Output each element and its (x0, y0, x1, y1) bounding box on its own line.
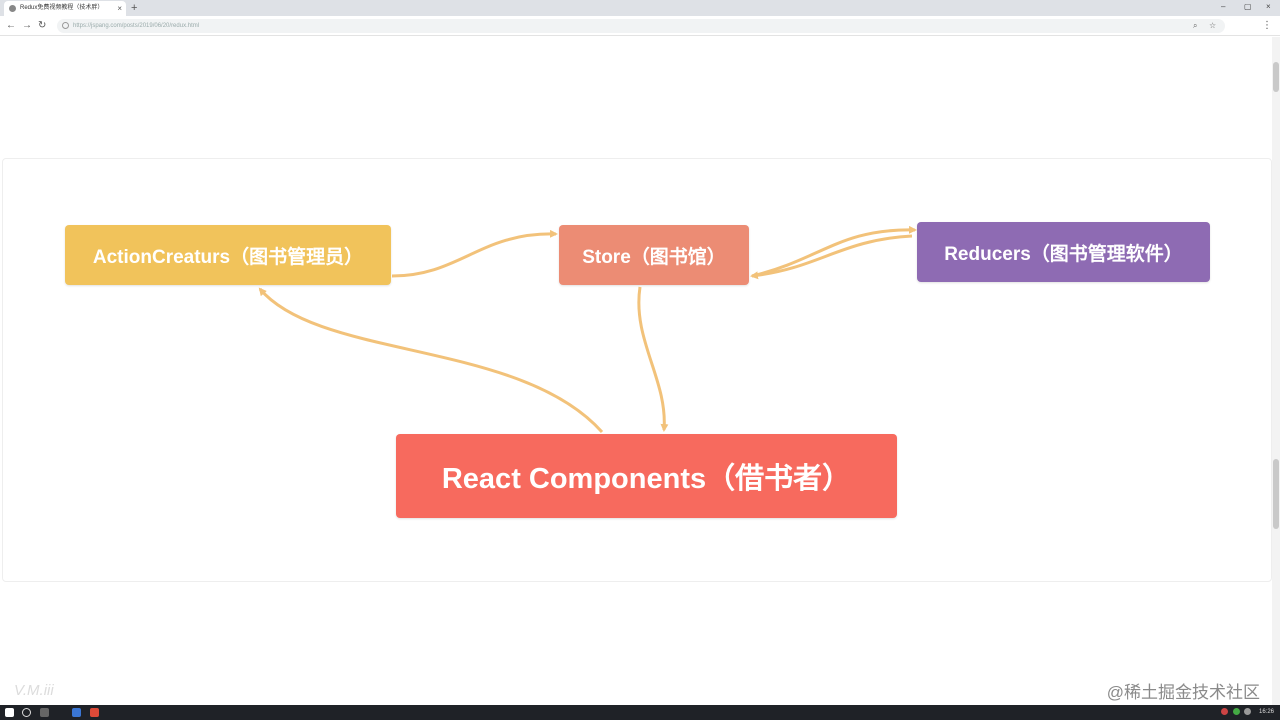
watermark-left: V.M.iii (14, 682, 54, 699)
tray-icon[interactable] (1244, 707, 1252, 715)
star-icon[interactable]: ☆ (1209, 21, 1217, 30)
maximize-button[interactable]: ▢ (1244, 2, 1252, 11)
tab-close-icon[interactable]: × (117, 4, 122, 13)
zoom-icon[interactable]: ⌕ (1193, 21, 1198, 30)
node-reducers: Reducers（图书管理软件） (917, 222, 1210, 282)
tab-title: Redux免费视频教程（技术胖） (20, 5, 104, 11)
new-tab-button[interactable]: + (131, 2, 138, 14)
node-store: Store（图书馆） (559, 225, 749, 285)
minimize-button[interactable]: – (1221, 2, 1226, 11)
scroll-thumb[interactable] (1273, 459, 1279, 529)
node-action-creators: ActionCreaturs（图书管理员） (65, 225, 391, 285)
menu-icon[interactable]: ⋮ (1262, 20, 1272, 31)
taskbar-app-icon[interactable] (72, 708, 81, 717)
scroll-thumb-upper[interactable] (1273, 62, 1279, 92)
reload-icon[interactable]: ↻ (38, 20, 47, 31)
task-view-icon[interactable] (40, 708, 49, 717)
system-tray: 16:26 (1218, 705, 1274, 720)
browser-toolbar: ← → ↻ https://jspang.com/posts/2019/06/2… (0, 16, 1280, 36)
windows-start-icon[interactable] (5, 708, 14, 717)
browser-tab[interactable]: Redux免费视频教程（技术胖） × (4, 1, 126, 16)
search-icon[interactable] (22, 708, 31, 717)
taskbar: 16:26 (0, 705, 1280, 720)
tray-icon[interactable] (1220, 707, 1228, 715)
forward-icon[interactable]: → (22, 20, 32, 31)
address-bar[interactable]: https://jspang.com/posts/2019/06/20/redu… (57, 19, 1225, 33)
close-window-button[interactable]: × (1266, 2, 1271, 11)
chrome-icon[interactable] (90, 708, 99, 717)
back-icon[interactable]: ← (6, 20, 16, 31)
scrollbar[interactable] (1272, 37, 1280, 705)
tray-icon[interactable] (1232, 707, 1240, 715)
url-text: https://jspang.com/posts/2019/06/20/redu… (73, 23, 200, 29)
clock: 16:26 (1258, 709, 1274, 715)
node-react-components: React Components（借书者） (396, 434, 897, 518)
lock-icon (62, 22, 69, 29)
favicon-icon (9, 5, 16, 12)
browser-tab-bar: Redux免费视频教程（技术胖） × + – ▢ × (0, 0, 1280, 16)
watermark: @稀土掘金技术社区 (1106, 683, 1260, 702)
